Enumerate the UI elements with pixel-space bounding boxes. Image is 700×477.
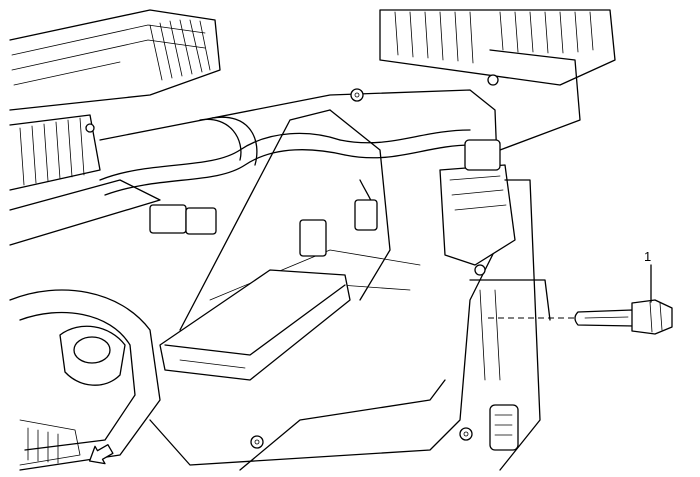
upper-dash-panel <box>9 9 221 111</box>
wiring-harness <box>99 116 473 231</box>
lower-left-duct <box>9 289 161 471</box>
screw-icon <box>85 74 499 449</box>
upper-vent-grille <box>379 9 616 151</box>
lower-bracket <box>159 269 351 381</box>
left-ribbed-duct <box>9 114 161 246</box>
forward-arrow-icon <box>88 444 114 465</box>
right-module <box>439 139 551 471</box>
lower-right-trim <box>489 404 519 451</box>
component-1-sensor <box>574 299 673 335</box>
harness-connectors <box>149 199 378 257</box>
callout-label-1: 1 <box>644 249 652 264</box>
